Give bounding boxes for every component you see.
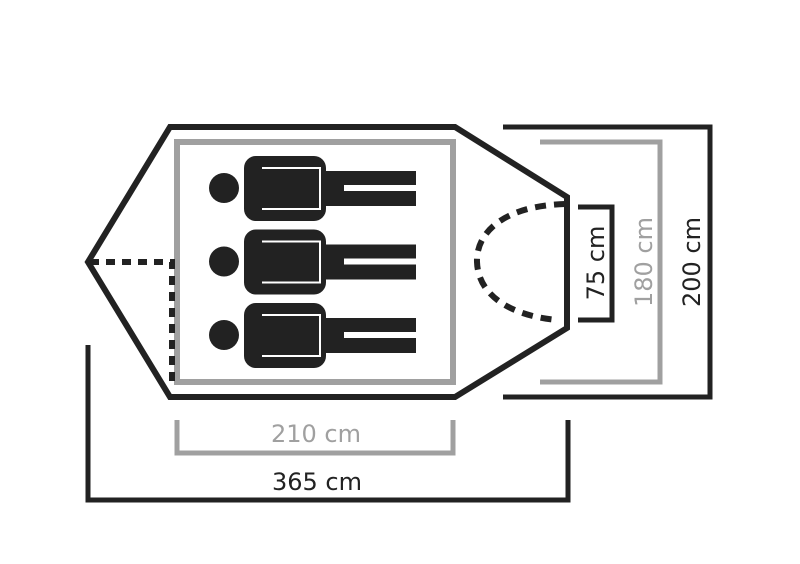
sleeper-arm-line [262,167,321,210]
sleeper-arm-line [262,240,321,284]
sleeper-head [209,320,239,350]
sleeper-head [209,246,239,277]
sleepers [209,156,416,368]
sleeper-icon [209,156,416,221]
sleeper-torso [244,229,326,295]
dimension-bracket-180 [540,139,663,385]
dimension-bracket-365 [85,345,571,503]
dimension-label-75: 75 cm [582,226,610,301]
sleeper-torso [244,303,326,368]
sleeper-leg-gap [344,185,416,191]
dimension-label-365: 365 cm [272,468,362,496]
dimension-label-200: 200 cm [678,217,706,307]
tent-outline [84,124,570,400]
sleeper-head [209,173,239,203]
sleeper-torso [244,156,326,221]
inner-tent-outline [174,139,456,385]
sleeper-icon [209,229,416,295]
dimension-bracket-200 [503,124,713,400]
dimension-label-210: 210 cm [271,420,361,448]
door-arc-dashed [473,201,566,323]
sleeper-icon [209,303,416,368]
dimension-label-180: 180 cm [630,217,658,307]
left-vestibule-dotted [90,259,175,382]
dimension-bracket-75 [578,204,615,323]
sleeper-leg-gap [344,258,416,265]
sleeper-leg-gap [344,332,416,338]
sleeper-arm-line [262,314,321,357]
dimension-bracket-210 [174,420,456,456]
